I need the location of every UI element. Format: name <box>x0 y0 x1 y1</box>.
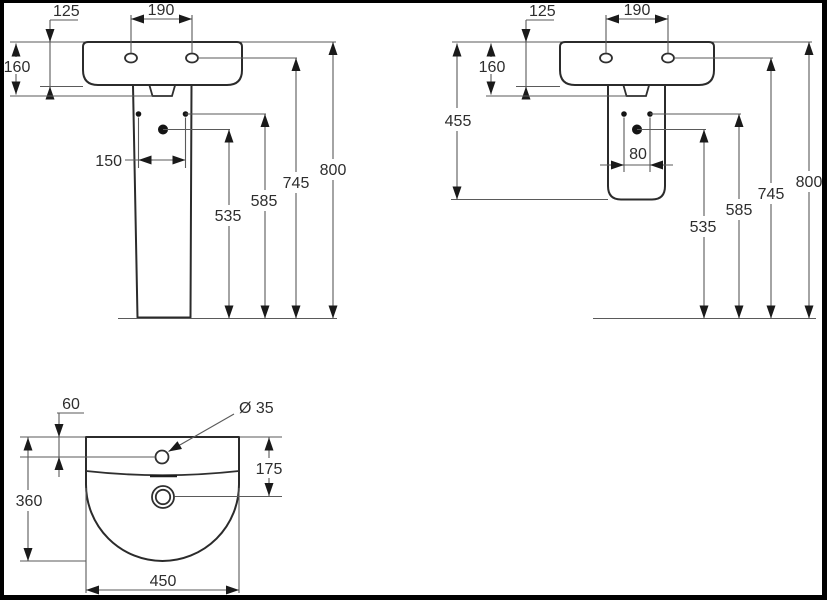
tap-hole-right <box>185 52 199 64</box>
dim-tap-offset: 125 <box>45 3 80 100</box>
pedestal-outline <box>132 84 193 319</box>
dim-label-125: 125 <box>529 3 556 20</box>
dim-label-175: 175 <box>256 461 283 478</box>
drain-inner-ring <box>154 488 172 506</box>
dim-semi-pedestal-height: 455 <box>445 43 608 201</box>
dim-rim-to-bracket: 160 <box>4 43 153 97</box>
dim-tap-height: 745 <box>758 58 785 319</box>
dim-bolt-height: 585 <box>726 114 753 319</box>
dim-label-450: 450 <box>150 573 177 590</box>
dim-label-585: 585 <box>251 193 278 210</box>
dim-bolt-height: 585 <box>251 114 278 319</box>
dim-label-800: 800 <box>320 162 347 179</box>
siphon-cover-outline <box>622 85 650 97</box>
basin-plan-outline <box>85 436 240 562</box>
dim-tap-height: 745 <box>283 58 310 319</box>
top-view: 60 Ø 35 360 175 450 <box>16 396 283 595</box>
callout-tap-hole-diameter: Ø 35 <box>168 400 274 452</box>
dim-label-535: 535 <box>690 219 717 236</box>
dim-label-125: 125 <box>53 3 80 20</box>
dim-label-745: 745 <box>758 186 785 203</box>
inner-bowl-edge <box>85 470 240 477</box>
dim-basin-width: 450 <box>85 488 240 595</box>
tap-hole <box>154 449 170 465</box>
basin-outline <box>82 41 243 86</box>
fixing-hole-left <box>135 111 142 117</box>
dim-label-150: 150 <box>95 153 122 170</box>
dim-label-60: 60 <box>62 396 80 413</box>
front-view-with-pedestal: 190 125 160 150 <box>4 2 347 320</box>
dim-label-dia-35: Ø 35 <box>239 400 274 417</box>
dim-drain-height: 535 <box>690 129 717 319</box>
semi-pedestal-outline <box>607 84 666 201</box>
dim-label-160: 160 <box>479 59 506 76</box>
dim-tap-spacing: 190 <box>130 2 193 53</box>
dim-label-360: 360 <box>16 493 43 510</box>
dim-label-190: 190 <box>148 2 175 19</box>
dim-label-190: 190 <box>624 2 651 19</box>
fixing-hole-left <box>621 111 627 117</box>
dim-label-745: 745 <box>283 175 310 192</box>
tap-hole-left <box>124 52 138 64</box>
tap-hole-right <box>661 52 675 64</box>
siphon-cover-outline <box>148 85 176 97</box>
dim-rim-height: 800 <box>320 42 347 319</box>
tap-hole-left <box>599 52 613 64</box>
dim-tap-offset: 125 <box>521 3 556 100</box>
dim-label-535: 535 <box>215 208 242 225</box>
dim-drain-height: 535 <box>215 129 242 319</box>
dim-bolt-spacing: 150 <box>95 117 187 170</box>
basin-outline <box>559 41 715 86</box>
dim-drain-setback: 175 <box>174 437 283 498</box>
dim-label-585: 585 <box>726 202 753 219</box>
dim-tap-spacing: 190 <box>605 2 669 53</box>
dim-label-160: 160 <box>4 59 31 76</box>
dim-label-80: 80 <box>629 146 647 163</box>
front-view-with-semi-pedestal: 190 125 160 455 <box>445 2 823 320</box>
drain-outer-ring <box>151 485 175 509</box>
dim-tap-setback: 60 <box>20 396 156 477</box>
dim-basin-depth: 360 <box>16 437 86 562</box>
dim-label-800: 800 <box>796 174 823 191</box>
dim-label-455: 455 <box>445 113 472 130</box>
dim-bolt-spacing: 80 <box>600 117 673 172</box>
dim-rim-to-bracket: 160 <box>479 43 627 97</box>
dim-rim-height: 800 <box>796 42 823 319</box>
